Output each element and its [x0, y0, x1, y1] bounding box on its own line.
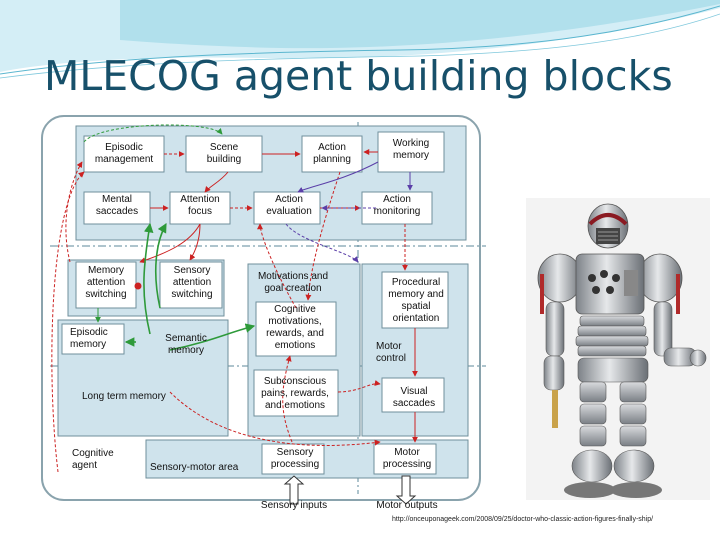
- mlecog-architecture-diagram: [41, 115, 486, 505]
- arrow: [143, 222, 154, 335]
- arrow: [189, 223, 201, 261]
- arrow: [305, 171, 341, 301]
- block-episodic-management: [83, 135, 165, 173]
- label-subconscious: Subconscious pains, rewards, and emotion…: [261, 376, 329, 411]
- label-memory-attention-switching: Memory attention switching: [85, 265, 127, 300]
- label-sensory-inputs: Sensory inputs: [260, 500, 328, 511]
- label-mental-saccades: Mental saccades: [95, 194, 139, 217]
- arrow: [257, 223, 297, 309]
- block-visual-saccades: [381, 377, 445, 413]
- block-episodic-memory: [61, 323, 125, 355]
- label-episodic-management: Episodic management: [94, 142, 154, 165]
- robot-action-figure-image: [526, 198, 710, 500]
- label-procedural-memory: Procedural memory and spatial orientatio…: [388, 277, 444, 324]
- block-action-planning: [301, 135, 363, 173]
- arrow: [285, 223, 359, 263]
- label-scene-building: Scene building: [206, 142, 242, 165]
- label-motor-outputs: Motor outputs: [376, 500, 438, 511]
- label-cognitive-motivations: Cognitive motivations, rewards, and emot…: [266, 304, 324, 351]
- arrow: [282, 355, 293, 443]
- arrow: [169, 391, 381, 446]
- label-visual-saccades: Visual saccades: [392, 386, 436, 409]
- block-mental-saccades: [83, 191, 151, 225]
- arrow: [65, 161, 83, 263]
- label-action-monitoring: Action monitoring: [373, 194, 421, 217]
- slide-title: MLECOG agent building blocks: [44, 52, 673, 100]
- motor-output-arrow: [395, 475, 417, 505]
- label-motor-processing: Motor processing: [382, 447, 432, 470]
- header-wave-banner: [0, 0, 720, 79]
- label-working-memory: Working memory: [392, 138, 430, 161]
- label-sensory-attention-switching: Sensory attention switching: [171, 265, 213, 300]
- switch-node-dot: [134, 282, 142, 290]
- block-working-memory: [377, 131, 445, 173]
- arrow: [139, 223, 201, 264]
- label-attention-focus: Attention focus: [180, 194, 220, 217]
- arrow: [169, 323, 256, 351]
- label-long-term-memory: Long term memory: [82, 391, 166, 402]
- block-attention-focus: [169, 191, 231, 225]
- arrow: [154, 222, 167, 309]
- label-sensory-motor-area: Sensory-motor area: [150, 462, 239, 473]
- label-cognitive-agent: Cognitive agent: [72, 448, 114, 471]
- image-credit-link[interactable]: http://onceuponageek.com/2008/09/25/doct…: [392, 516, 654, 523]
- block-subconscious: [253, 369, 339, 417]
- block-cognitive-motivations: [255, 301, 337, 357]
- label-action-evaluation: Action evaluation: [266, 194, 312, 217]
- arrow: [337, 380, 381, 393]
- label-sensory-processing: Sensory processing: [270, 447, 320, 470]
- block-sensory-processing: [261, 443, 325, 475]
- label-motor-control: Motor control: [376, 341, 407, 364]
- arrow: [297, 161, 379, 193]
- block-memory-attention-switching: [75, 261, 137, 309]
- block-sensory-attention-switching: [159, 261, 223, 309]
- block-procedural-memory: [381, 271, 449, 329]
- block-motor-processing: [373, 443, 437, 475]
- arrow: [83, 124, 223, 143]
- label-motivations-goal-creation: Motivations and goal creation: [257, 271, 329, 294]
- sensory-input-arrow: [283, 475, 305, 505]
- label-episodic-memory: Episodic memory: [70, 327, 108, 350]
- arrow: [51, 171, 85, 473]
- label-action-planning: Action planning: [313, 142, 351, 165]
- block-scene-building: [185, 135, 263, 173]
- label-semantic-memory: Semantic memory: [165, 333, 207, 356]
- arrow: [204, 171, 229, 193]
